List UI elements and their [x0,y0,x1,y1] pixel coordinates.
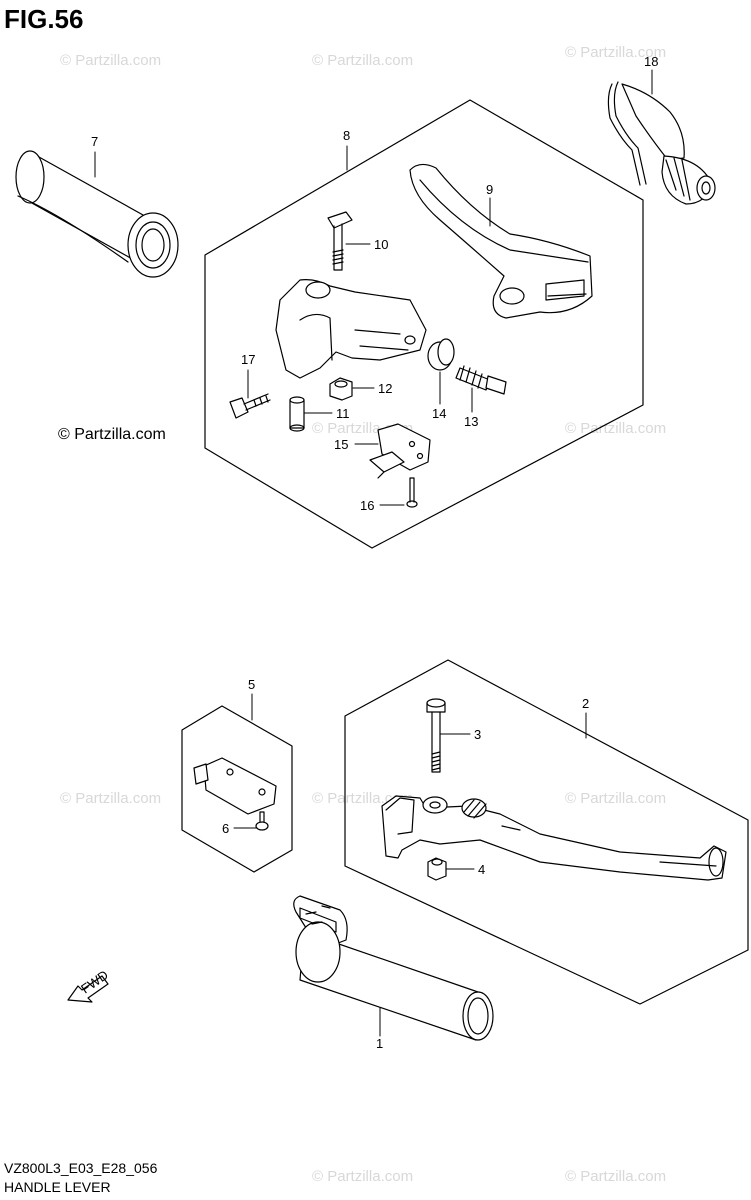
part-1-throttle [293,895,494,1041]
watermark: © Partzilla.com [312,1168,414,1185]
part-number-label: 10 [374,237,388,252]
part-number-label: 7 [91,134,98,149]
part-17-screw [229,393,271,419]
watermark: © Partzilla.com [312,52,414,69]
part-2-lever [381,795,727,881]
part-number-label: 18 [644,54,658,69]
watermark: © Partzilla.com [60,52,162,69]
part-16-screw [406,477,418,508]
part-8-holder [275,279,427,379]
part-15-switch [369,423,431,479]
part-number-labels: 7 8 18 9 10 17 12 11 14 13 15 16 5 2 3 4… [91,54,658,1051]
part-number-label: 11 [336,406,350,421]
watermark: © Partzilla.com [565,1168,667,1185]
assembly-5-outline [181,705,293,873]
watermark: © Partzilla.com [565,44,667,61]
part-10-bolt [327,211,353,271]
part-number-label: 15 [334,437,348,452]
figure-title: FIG.56 [4,4,84,34]
part-14-dial [427,338,455,371]
part-number-label: 9 [486,182,493,197]
part-number-label: 1 [376,1036,383,1051]
assembly-8-outline [204,99,644,549]
fwd-arrow: FWD [67,967,111,1003]
part-5-switch [193,757,277,815]
part-number-label: 5 [248,677,255,692]
diagram-code: VZ800L3_E03_E28_056 [4,1160,158,1176]
part-number-label: 3 [474,727,481,742]
part-4-nut [427,857,447,881]
watermark: © Partzilla.com [565,790,667,807]
part-13-adjuster [455,365,507,395]
part-number-label: 6 [222,821,229,836]
assembly-2-outline [344,659,749,1005]
diagram-name: HANDLE LEVER [4,1179,111,1195]
watermark: © Partzilla.com [60,790,162,807]
part-18-cable [607,81,716,205]
leader-lines [94,69,653,1037]
part-6-screw [255,811,269,831]
part-11-collar [289,396,305,432]
part-number-label: 8 [343,128,350,143]
part-7-grip [15,150,179,278]
part-number-label: 14 [432,406,446,421]
part-number-label: 16 [360,498,374,513]
part-number-label: 4 [478,862,485,877]
part-number-label: 2 [582,696,589,711]
part-number-label: 12 [378,381,392,396]
part-number-label: 13 [464,414,478,429]
part-3-bolt [426,698,446,773]
part-9-lever [409,163,593,319]
part-12-nut [329,377,353,401]
watermark-dark: © Partzilla.com [58,426,166,443]
part-number-label: 17 [241,352,255,367]
